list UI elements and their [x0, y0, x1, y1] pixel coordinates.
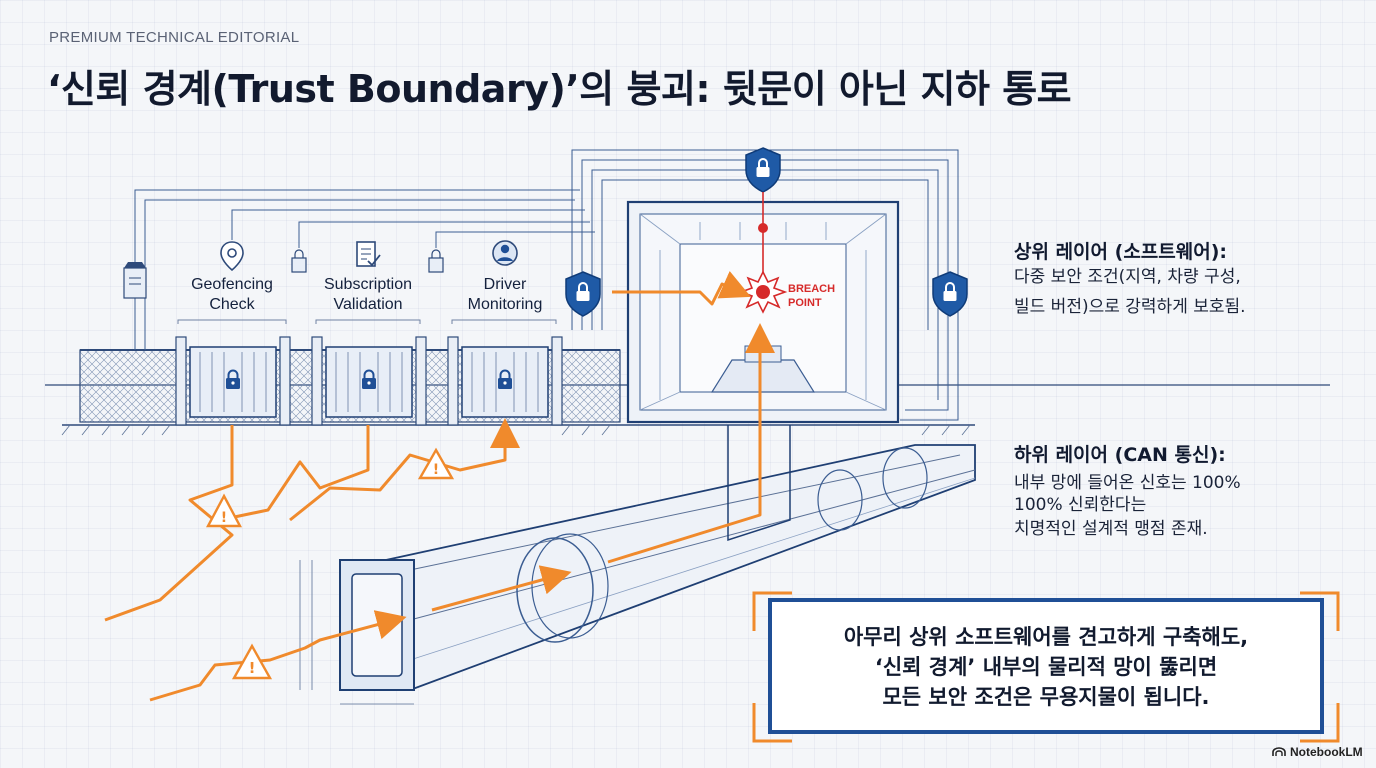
gate-3 — [461, 346, 549, 418]
check-label-driver-2: Monitoring — [468, 296, 543, 313]
breach-label-2: POINT — [788, 297, 822, 309]
callout-line-2: ‘신뢰 경계’ 내부의 물리적 망이 뚫리면 — [874, 655, 1218, 679]
upper-layer-heading: 상위 레이어 (소프트웨어): — [1014, 241, 1227, 263]
lower-layer-heading: 하위 레이어 (CAN 통신): — [1014, 444, 1226, 466]
shield-lock-icon-left — [565, 271, 601, 317]
svg-text:!: ! — [433, 462, 439, 478]
check-label-geofencing-2: Check — [209, 296, 255, 313]
breach-label: BREACH — [788, 283, 835, 295]
notebooklm-badge: NotebookLM — [1272, 745, 1363, 759]
callout-orange-brackets — [752, 591, 1340, 743]
label-brackets — [177, 319, 557, 324]
callout-line-3: 모든 보안 조건은 무용지물이 됩니다. — [882, 685, 1210, 709]
kicker-label: PREMIUM TECHNICAL EDITORIAL — [49, 29, 300, 46]
warning-icon: ! — [417, 447, 455, 480]
upper-layer-line-1: 다중 보안 조건(지역, 차량 구성, — [1014, 267, 1241, 287]
page-title: ‘신뢰 경계(Trust Boundary)’의 붕괴: 뒷문이 아닌 지하 통… — [47, 67, 1072, 111]
shield-lock-icon-top — [745, 147, 781, 193]
upper-layer-line-2: 빌드 버전)으로 강력하게 보호됨. — [1014, 297, 1246, 317]
breach-point-burst — [738, 270, 788, 314]
check-label-geofencing: Geofencing — [191, 276, 273, 293]
vault-chamber — [626, 200, 900, 424]
callout-text: 아무리 상위 소프트웨어를 견고하게 구축해도, ‘신뢰 경계’ 내부의 물리적… — [772, 622, 1320, 712]
check-label-subscription-2: Validation — [333, 296, 402, 313]
document-check-icon — [356, 241, 381, 267]
check-label-subscription: Subscription — [324, 276, 412, 293]
gate-2 — [325, 346, 413, 418]
warning-icon: ! — [206, 493, 242, 528]
callout-box: 아무리 상위 소프트웨어를 견고하게 구축해도, ‘신뢰 경계’ 내부의 물리적… — [768, 598, 1324, 734]
lower-layer-line-1: 내부 망에 들어온 신호는 100% — [1014, 473, 1241, 493]
ground-hatch — [61, 424, 971, 436]
notebooklm-label: NotebookLM — [1290, 745, 1363, 759]
breach-node — [758, 223, 768, 233]
lower-layer-line-3: 치명적인 설계적 맹점 존재. — [1014, 519, 1208, 539]
svg-text:!: ! — [221, 510, 227, 526]
svg-text:!: ! — [249, 659, 256, 677]
warning-icon: ! — [231, 643, 273, 680]
mini-padlock-icons — [291, 249, 444, 273]
check-label-driver: Driver — [484, 276, 527, 293]
warning-icons: ! ! ! — [206, 447, 455, 680]
driver-person-icon — [492, 240, 518, 266]
attack-paths — [104, 270, 775, 702]
gate-1 — [189, 346, 277, 418]
callout-line-1: 아무리 상위 소프트웨어를 견고하게 구축해도, — [843, 625, 1249, 649]
sensor-post — [123, 262, 147, 299]
location-pin-icon — [220, 241, 244, 272]
lower-layer-line-2: 100% 신뢰한다는 — [1014, 495, 1147, 515]
notebooklm-logo-icon — [1272, 747, 1286, 756]
